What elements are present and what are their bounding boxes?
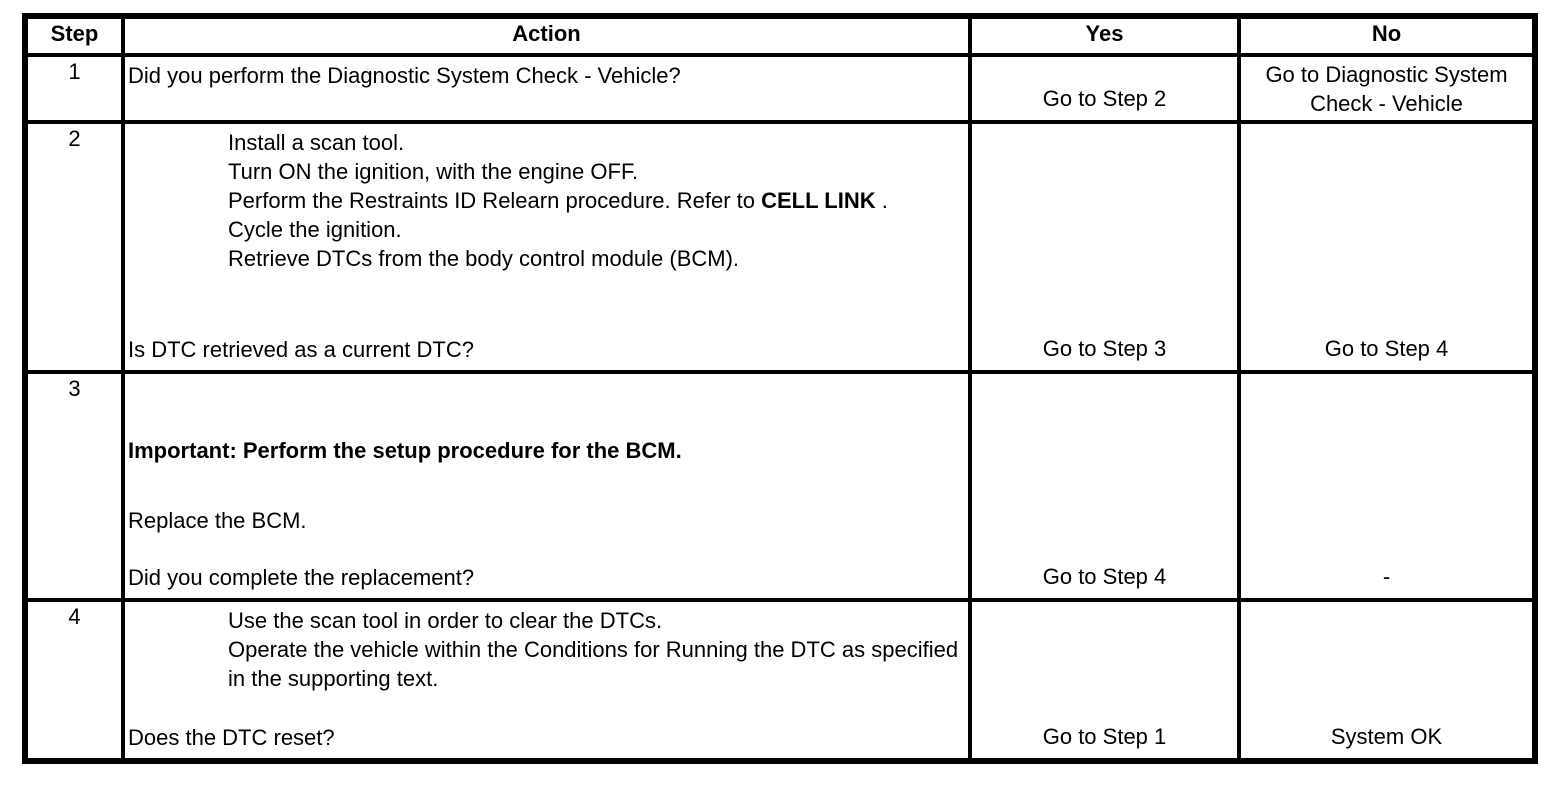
yes-cell-3: Go to Step 4 — [968, 370, 1241, 602]
cell-link-reference: CELL LINK — [761, 188, 876, 213]
action-cell-3: Important: Perform the setup procedure f… — [121, 370, 972, 602]
no-result-2: Go to Step 4 — [1324, 336, 1449, 361]
no-cell-4: System OK — [1237, 598, 1537, 763]
yes-result-2: Go to Step 3 — [1042, 336, 1167, 361]
no-cell-2: Go to Step 4 — [1237, 120, 1537, 374]
table-header-row: Step Action Yes No — [23, 14, 1537, 57]
action-list-2: Install a scan tool. Turn ON the ignitio… — [128, 128, 960, 273]
list-item-text: . — [875, 188, 888, 213]
yes-cell-2: Go to Step 3 — [968, 120, 1241, 374]
column-header-step: Step — [23, 14, 125, 57]
no-cell-1: Go to Diagnostic System Check - Vehicle — [1237, 53, 1537, 124]
table-row-step-1: 1 Did you perform the Diagnostic System … — [23, 53, 1537, 124]
step-number-4: 4 — [23, 598, 125, 763]
no-result-4: System OK — [1330, 724, 1443, 749]
action-question-2: Is DTC retrieved as a current DTC? — [128, 337, 474, 362]
important-note: Important: Perform the setup procedure f… — [128, 438, 682, 463]
list-item-text: Perform the Restraints ID Relearn proced… — [228, 188, 762, 213]
action-content-1: Did you perform the Diagnostic System Ch… — [127, 59, 966, 118]
no-result-1: Go to Diagnostic System Check - Vehicle — [1265, 62, 1508, 116]
no-result-3: - — [1382, 564, 1391, 589]
action-list-4: Use the scan tool in order to clear the … — [128, 606, 960, 693]
action-list-item: Use the scan tool in order to clear the … — [228, 608, 663, 633]
yes-result-1: Go to Step 2 — [1042, 86, 1167, 111]
step-number-3: 3 — [23, 370, 125, 602]
table-row-step-4: 4 Use the scan tool in order to clear th… — [23, 598, 1537, 763]
table-row-step-2: 2 Install a scan tool. Turn ON the ignit… — [23, 120, 1537, 374]
column-header-yes: Yes — [968, 14, 1241, 57]
action-list-item: Install a scan tool. — [228, 130, 405, 155]
step-number-1: 1 — [23, 53, 125, 124]
action-list-item: Cycle the ignition. — [228, 217, 402, 242]
column-header-action: Action — [121, 14, 972, 57]
action-content-4: Use the scan tool in order to clear the … — [127, 604, 966, 757]
action-content-3: Important: Perform the setup procedure f… — [127, 376, 966, 596]
column-header-no: No — [1237, 14, 1537, 57]
action-list-item: Retrieve DTCs from the body control modu… — [228, 246, 740, 271]
yes-result-3: Go to Step 4 — [1042, 564, 1167, 589]
action-list-item: Turn ON the ignition, with the engine OF… — [228, 159, 639, 184]
action-list-item: Perform the Restraints ID Relearn proced… — [228, 186, 888, 215]
action-question-4: Does the DTC reset? — [128, 725, 335, 750]
step-number-2: 2 — [23, 120, 125, 374]
action-question-1: Did you perform the Diagnostic System Ch… — [128, 63, 681, 88]
action-list-item: Operate the vehicle within the Condition… — [228, 637, 959, 691]
yes-cell-4: Go to Step 1 — [968, 598, 1241, 763]
action-question-3: Did you complete the replacement? — [128, 565, 475, 590]
action-cell-2: Install a scan tool. Turn ON the ignitio… — [121, 120, 972, 374]
table-row-step-3: 3 Important: Perform the setup procedure… — [23, 370, 1537, 602]
no-cell-3: - — [1237, 370, 1537, 602]
action-cell-1: Did you perform the Diagnostic System Ch… — [121, 53, 972, 124]
action-instruction-3: Replace the BCM. — [128, 508, 307, 533]
action-text-block-3: Important: Perform the setup procedure f… — [128, 436, 960, 535]
action-content-2: Install a scan tool. Turn ON the ignitio… — [127, 126, 966, 368]
yes-result-4: Go to Step 1 — [1042, 724, 1167, 749]
yes-cell-1: Go to Step 2 — [968, 53, 1241, 124]
diagnostic-steps-table: Step Action Yes No 1 Did you perform the… — [22, 13, 1538, 764]
action-cell-4: Use the scan tool in order to clear the … — [121, 598, 972, 763]
